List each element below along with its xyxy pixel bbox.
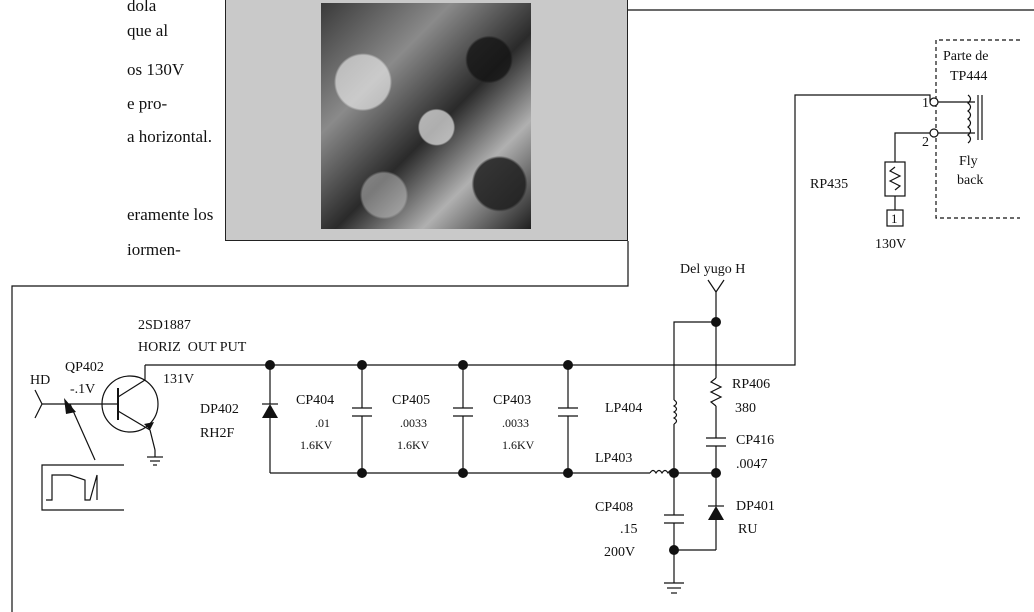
label-tp444: TP444 (950, 69, 987, 84)
label-cp416-value: .0047 (736, 457, 768, 472)
label-lp404: LP404 (605, 401, 642, 416)
label-cp404-value: .01 (315, 416, 330, 430)
label-fly: Fly (959, 154, 978, 169)
label-lp403: LP403 (595, 451, 632, 466)
label-hd: HD (30, 373, 50, 388)
label-rh2f: RH2F (200, 426, 234, 441)
label-ru: RU (738, 522, 757, 537)
label-cp403-value: .0033 (502, 416, 529, 430)
label-dp402: DP402 (200, 402, 239, 417)
label-cp405: CP405 (392, 393, 430, 408)
label-cp416: CP416 (736, 433, 774, 448)
label-pin1: 1 (922, 96, 929, 111)
body-text-line-7: iormen- (127, 240, 181, 259)
label-parte-de: Parte de (943, 49, 988, 64)
label-pin2: 2 (922, 135, 929, 150)
label-cp408-voltage: 200V (604, 545, 635, 560)
label-rp406-value: 380 (735, 401, 756, 416)
label-cp405-value: .0033 (400, 416, 427, 430)
label-rp406: RP406 (732, 377, 770, 392)
label-qp402: QP402 (65, 360, 104, 375)
body-text-line-6: eramente los (127, 205, 214, 224)
body-text-line-1: dola (127, 0, 157, 15)
label-terminal-1: 1 (891, 211, 898, 226)
label-rp435: RP435 (810, 177, 848, 192)
label-base-voltage: -.1V (70, 382, 95, 397)
label-back: back (957, 173, 983, 188)
body-text-line-2: que al (127, 21, 169, 40)
body-text-line-3: os 130V (127, 60, 185, 79)
label-cp404: CP404 (296, 393, 334, 408)
label-cp405-kv: 1.6KV (397, 438, 430, 452)
label-del-yugo: Del yugo H (680, 262, 745, 277)
label-cp408: CP408 (595, 500, 633, 515)
label-dp401: DP401 (736, 499, 775, 514)
label-cp408-value: .15 (620, 522, 638, 537)
body-text-line-5: a horizontal. (127, 127, 212, 146)
photo-frame (225, 0, 628, 241)
label-horiz-output: HORIZ OUT PUT (138, 340, 247, 355)
label-cp403-kv: 1.6KV (502, 438, 535, 452)
label-cp403: CP403 (493, 393, 531, 408)
label-collector-voltage: 131V (163, 372, 194, 387)
circuit-board-photo (321, 3, 531, 229)
body-text-line-4: e pro- (127, 94, 168, 113)
label-cp404-kv: 1.6KV (300, 438, 333, 452)
label-2sd1887: 2SD1887 (138, 318, 191, 333)
label-130v: 130V (875, 237, 906, 252)
